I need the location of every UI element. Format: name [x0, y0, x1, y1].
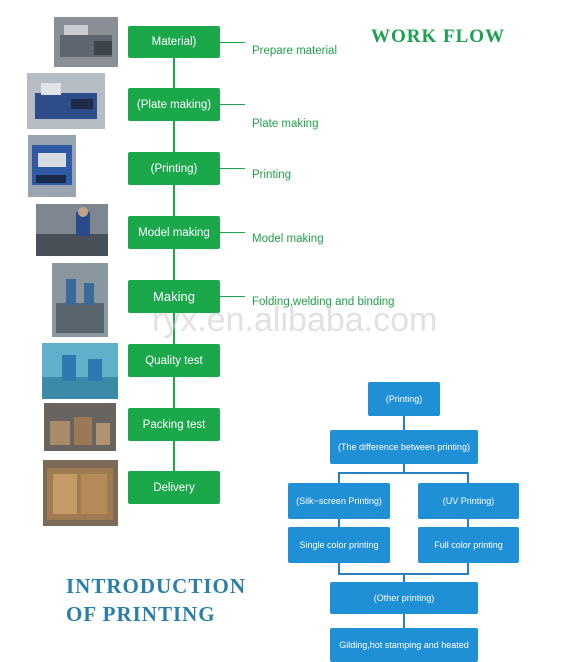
- step-packing-test: Packing test: [128, 408, 220, 441]
- desc-material: Prepare material: [252, 45, 338, 57]
- work-flow-title: WORK FLOW: [371, 26, 506, 47]
- step-model-making: Model making: [128, 216, 220, 249]
- photo-packing-test: [44, 403, 116, 451]
- tree-connector: [403, 613, 405, 629]
- desc-plate-making: Plate making: [252, 118, 319, 130]
- photo-material: [54, 17, 118, 67]
- flow-connector: [173, 376, 175, 408]
- tree-uv-printing: (UV Printing): [418, 483, 519, 519]
- desc-connector: [220, 42, 245, 43]
- flow-connector: [173, 440, 175, 471]
- desc-model-making: Model making: [252, 233, 324, 245]
- watermark: ryx.en.alibaba.com: [152, 301, 438, 339]
- tree-connector: [403, 463, 405, 473]
- tree-connector: [403, 415, 405, 431]
- tree-connector: [467, 472, 469, 484]
- desc-making: Folding,welding and binding: [252, 296, 395, 308]
- step-printing: (Printing): [128, 152, 220, 185]
- tree-connector: [467, 562, 469, 574]
- flow-connector: [173, 312, 175, 344]
- step-material: Material): [128, 26, 220, 58]
- step-quality-test: Quality test: [128, 344, 220, 377]
- desc-connector: [220, 296, 245, 297]
- intro-title-line1: INTRODUCTION: [66, 574, 247, 598]
- photo-making: [52, 263, 108, 337]
- flow-connector: [173, 120, 175, 152]
- step-delivery: Delivery: [128, 471, 220, 504]
- tree-printing: (Printing): [368, 382, 440, 416]
- tree-connector: [403, 573, 405, 583]
- desc-connector: [220, 104, 245, 105]
- tree-connector: [338, 472, 340, 484]
- tree-silk-screen: (Silk~screen Printing): [288, 483, 390, 519]
- step-plate-making: (Plate making): [128, 88, 220, 121]
- photo-plate-making: [27, 73, 105, 129]
- flow-connector: [173, 184, 175, 216]
- tree-connector: [338, 518, 340, 528]
- flow-connector: [173, 248, 175, 280]
- photo-model-making: [36, 204, 108, 256]
- photo-delivery: [43, 460, 118, 526]
- tree-difference: (The difference between printing): [330, 430, 478, 464]
- intro-title-line2: OF PRINTING: [66, 602, 216, 626]
- photo-quality-test: [42, 343, 118, 399]
- tree-other-printing: (Other printing): [330, 582, 478, 614]
- flow-connector: [173, 57, 175, 88]
- tree-connector: [338, 472, 468, 474]
- tree-single-color: Single color printing: [288, 527, 390, 563]
- photo-printing: [28, 135, 76, 197]
- tree-gilding: Gilding,hot stamping and heated: [330, 628, 478, 662]
- tree-connector: [467, 518, 469, 528]
- desc-printing: Printing: [252, 169, 291, 181]
- step-making: Making: [128, 280, 220, 313]
- tree-full-color: Full color printing: [418, 527, 519, 563]
- desc-connector: [220, 232, 245, 233]
- desc-connector: [220, 168, 245, 169]
- intro-title: INTRODUCTION OF PRINTING: [66, 572, 246, 628]
- tree-connector: [338, 562, 340, 574]
